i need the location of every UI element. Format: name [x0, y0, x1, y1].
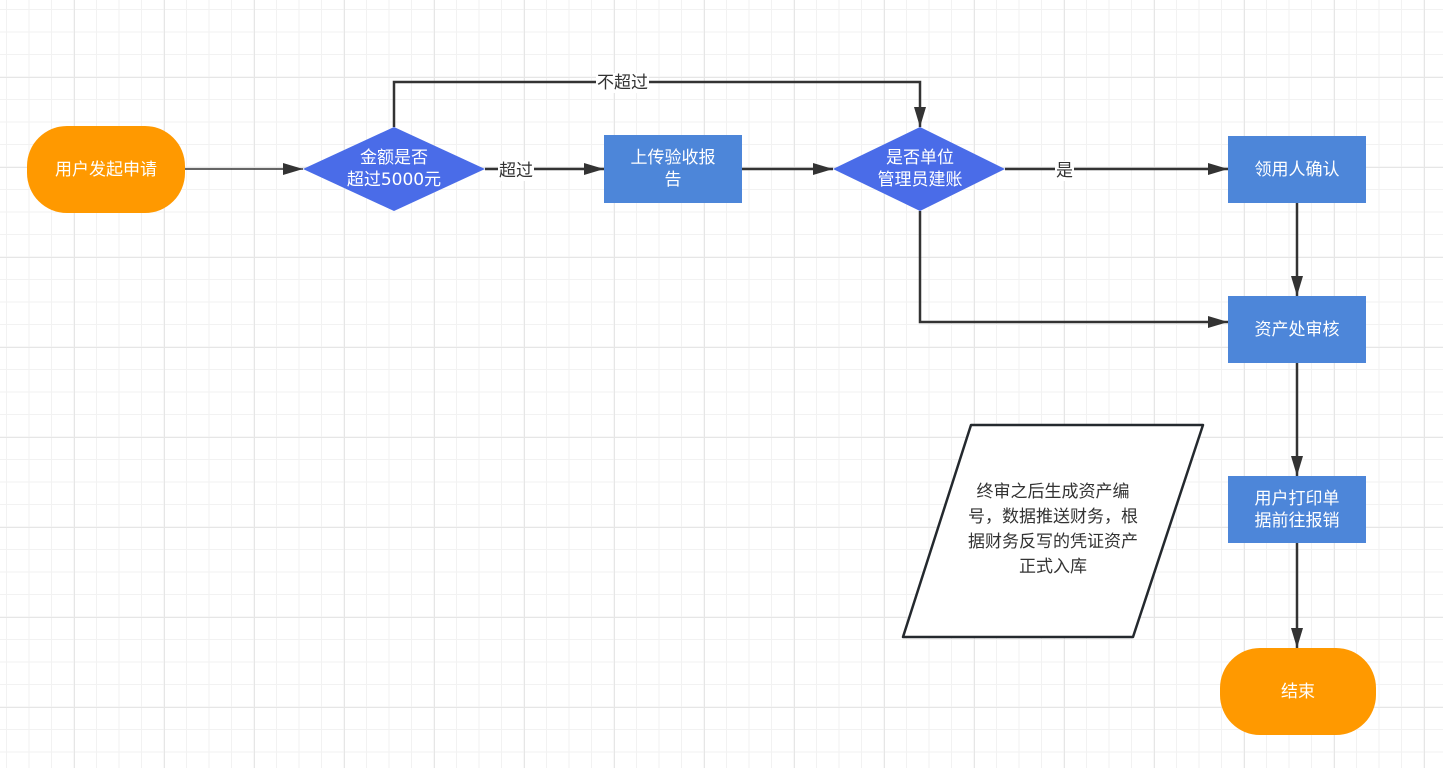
- print-receipt-label-line-2: 据前往报销: [1254, 510, 1340, 531]
- note-label-line-2: 号，数据推送财务，根: [968, 507, 1138, 527]
- recipient-confirm-label-text: 领用人确认: [1254, 159, 1340, 180]
- end-label: 结束: [1220, 648, 1376, 735]
- edge-label-not-exceeds: 不超过: [596, 73, 649, 93]
- asset-audit-label: 资产处审核: [1228, 296, 1366, 363]
- recipient-confirm-label: 领用人确认: [1228, 136, 1366, 203]
- amount-check-label: 金额是否 超过5000元: [330, 135, 458, 203]
- edge-label-exceeds: 超过: [498, 161, 534, 181]
- edge-amount-check-to-admin-check[interactable]: [392, 80, 926, 127]
- node-start[interactable]: [27, 126, 185, 213]
- asset-audit-label-text: 资产处审核: [1254, 319, 1340, 340]
- note-label-line-4: 正式入库: [1019, 557, 1087, 577]
- node-amount-check[interactable]: [303, 127, 485, 211]
- node-recipient-confirm[interactable]: [1228, 136, 1366, 203]
- note-label: 终审之后生成资产编 号，数据推送财务，根 据财务反写的凭证资产 正式入库: [945, 470, 1161, 590]
- edge-admin-check-to-asset-audit[interactable]: [918, 211, 1228, 328]
- upload-report-label: 上传验收报 告: [604, 135, 742, 203]
- note-label-line-3: 据财务反写的凭证资产: [968, 532, 1138, 552]
- upload-report-label-line-1: 上传验收报: [630, 148, 716, 168]
- print-receipt-label-line-1: 用户打印单: [1254, 488, 1340, 509]
- admin-check-label-line-1: 是否单位: [886, 148, 954, 168]
- start-label: 用户发起申请: [27, 126, 185, 213]
- admin-check-label-line-2: 管理员建账: [877, 170, 963, 190]
- amount-check-label-line-2: 超过5000元: [346, 170, 442, 190]
- edge-label-yes: 是: [1055, 161, 1074, 181]
- node-admin-check[interactable]: [833, 127, 1005, 211]
- start-label-text: 用户发起申请: [55, 159, 157, 180]
- node-end[interactable]: [1220, 648, 1376, 735]
- print-receipt-label: 用户打印单 据前往报销: [1228, 476, 1366, 543]
- node-upload-report[interactable]: [604, 135, 742, 203]
- node-asset-audit[interactable]: [1228, 296, 1366, 363]
- amount-check-label-line-1: 金额是否: [360, 148, 428, 168]
- node-print-receipt[interactable]: [1228, 476, 1366, 543]
- admin-check-label: 是否单位 管理员建账: [856, 135, 984, 203]
- upload-report-label-line-2: 告: [664, 170, 682, 190]
- note-label-line-1: 终审之后生成资产编: [976, 482, 1130, 502]
- node-note[interactable]: [901, 423, 1205, 639]
- end-label-text: 结束: [1281, 681, 1315, 702]
